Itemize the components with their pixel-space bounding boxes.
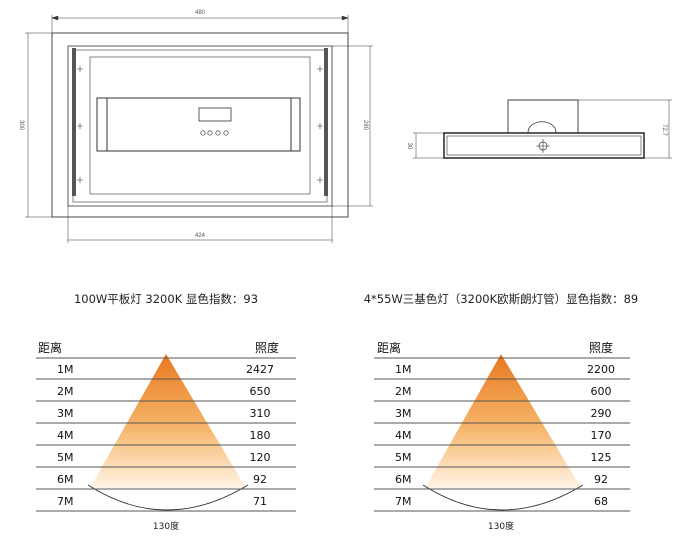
driver-bracket (527, 121, 557, 134)
dim-bottom-width: 424 (195, 233, 206, 239)
illuminance-cell: 125 (591, 451, 612, 464)
dim-side-height: 72.7 (661, 124, 667, 136)
beam-arc (422, 484, 584, 511)
dim-left-height: 300 (18, 120, 24, 131)
distance-cell: 5M (395, 451, 412, 464)
dim-inner-height: 280 (362, 120, 368, 131)
illuminance-panel-2: 4*55W三基色灯（3200K欧斯朗灯管）显色指数：89 距离 照度 1M 2M… (364, 292, 639, 532)
driver-housing (507, 99, 579, 134)
distance-cell: 5M (57, 451, 74, 464)
display-window (198, 107, 232, 122)
side-inner (446, 135, 642, 156)
dim-top-width: 480 (195, 10, 206, 16)
control-button (200, 130, 206, 136)
dim-side-thickness: 30 (406, 143, 412, 150)
illuminance-cell: 650 (250, 385, 271, 398)
panel-title: 4*55W三基色灯（3200K欧斯朗灯管）显色指数：89 (364, 292, 639, 306)
illuminance-cell: 170 (591, 429, 612, 442)
distance-cell: 2M (57, 385, 74, 398)
side-view-drawing (413, 99, 672, 159)
illuminance-cell: 310 (250, 407, 271, 420)
inner-frame (67, 45, 333, 207)
driver-box (96, 97, 301, 152)
column-header-illuminance: 照度 (589, 340, 613, 355)
beam-angle-label: 130度 (153, 520, 179, 532)
dimension-lines (25, 15, 373, 243)
panel-title: 100W平板灯 3200K 显色指数：93 (74, 292, 258, 306)
light-cone (425, 354, 581, 488)
illuminance-cell: 68 (594, 495, 608, 508)
control-button (223, 130, 229, 136)
distance-cell: 1M (57, 363, 74, 376)
illuminance-cell: 92 (594, 473, 608, 486)
mount-screws (77, 66, 323, 183)
distance-cell: 4M (57, 429, 74, 442)
illuminance-cell: 120 (250, 451, 271, 464)
left-rail (72, 48, 76, 196)
distance-cell: 7M (395, 495, 412, 508)
illuminance-panel-1: 100W平板灯 3200K 显色指数：93 距离 照度 1M 2M 3M 4M … (36, 292, 296, 532)
distance-cell: 6M (395, 473, 412, 486)
front-view-drawing (25, 15, 373, 243)
light-cone (90, 354, 246, 488)
distance-cell: 6M (57, 473, 74, 486)
distance-cell: 3M (57, 407, 74, 420)
row-dividers (36, 357, 296, 512)
distance-cell: 2M (395, 385, 412, 398)
right-rail (324, 48, 328, 196)
illuminance-cell: 2200 (587, 363, 615, 376)
side-body (443, 132, 645, 159)
beam-angle-label: 130度 (488, 520, 514, 532)
illuminance-cell: 92 (253, 473, 267, 486)
panel-border-outer (72, 49, 328, 203)
beam-arc (87, 484, 249, 511)
distance-cell: 3M (395, 407, 412, 420)
illuminance-cell: 290 (591, 407, 612, 420)
driver-body (106, 97, 292, 152)
distance-cell: 7M (57, 495, 74, 508)
distance-cell: 1M (395, 363, 412, 376)
column-header-distance: 距离 (38, 340, 62, 355)
illuminance-cell: 180 (250, 429, 271, 442)
column-header-distance: 距离 (377, 340, 401, 355)
distance-cell: 4M (395, 429, 412, 442)
control-button (215, 130, 221, 136)
panel-border-inner (89, 56, 311, 195)
control-button (207, 130, 213, 136)
illuminance-cell: 600 (591, 385, 612, 398)
row-dividers (374, 357, 630, 512)
illuminance-cell: 2427 (246, 363, 274, 376)
outer-frame (51, 32, 349, 218)
column-header-illuminance: 照度 (255, 340, 279, 355)
illuminance-cell: 71 (253, 495, 267, 508)
